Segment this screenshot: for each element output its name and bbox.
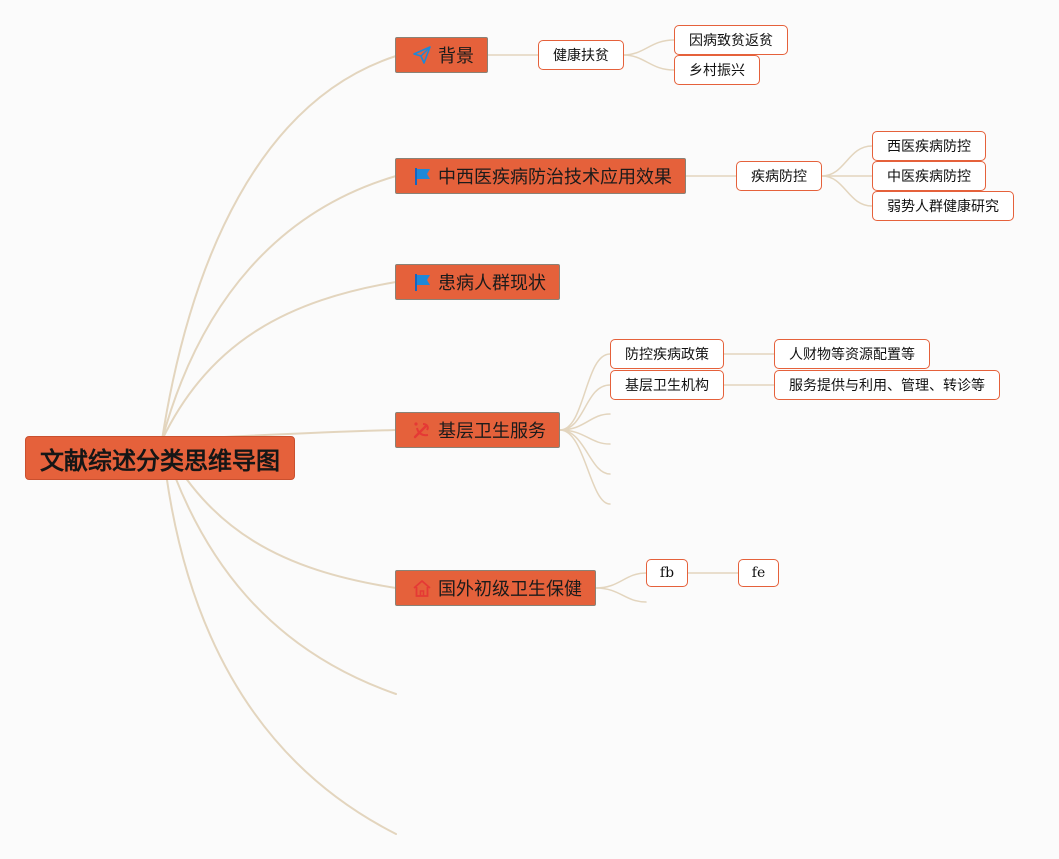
topic-guowai[interactable]: 国外初级卫生保健 <box>395 570 596 606</box>
sub-xiyi-fangkong-label: 西医疾病防控 <box>887 139 971 155</box>
sub-yinbing-zhipin-label: 因病致贫返贫 <box>689 33 773 49</box>
topic-huanbing[interactable]: 患病人群现状 <box>395 264 560 300</box>
sub-jibing-fangkong[interactable]: 疾病防控 <box>736 161 822 191</box>
topic-zhongxiyi[interactable]: 中西医疾病防治技术应用效果 <box>395 158 686 194</box>
sub-xiangcun-zhenxing[interactable]: 乡村振兴 <box>674 55 760 85</box>
sub-fb-label: fb <box>659 565 675 581</box>
sub-rencai-peizhi-label: 人财物等资源配置等 <box>789 347 915 363</box>
sub-jiankang-fupin[interactable]: 健康扶贫 <box>538 40 624 70</box>
root-node[interactable]: 文献综述分类思维导图 <box>25 436 295 480</box>
root-label: 文献综述分类思维导图 <box>40 446 280 475</box>
sub-fe[interactable]: fe <box>738 559 779 587</box>
sub-ruoshi-yanjiu-label: 弱势人群健康研究 <box>887 199 999 215</box>
sub-jibing-fangkong-label: 疾病防控 <box>751 169 807 185</box>
party-emblem-icon <box>412 420 432 440</box>
sub-xiangcun-zhenxing-label: 乡村振兴 <box>689 63 745 79</box>
sub-fangkong-zhengce[interactable]: 防控疾病政策 <box>610 339 724 369</box>
blue-flag-icon <box>412 272 432 292</box>
sub-zhongyi-fangkong-label: 中医疾病防控 <box>887 169 971 185</box>
sub-fe-label: fe <box>751 565 766 581</box>
sub-zhongyi-fangkong[interactable]: 中医疾病防控 <box>872 161 986 191</box>
topic-beijing-label: 背景 <box>438 46 474 67</box>
home-icon <box>412 578 432 598</box>
sub-yinbing-zhipin[interactable]: 因病致贫返贫 <box>674 25 788 55</box>
sub-jiceng-jigou[interactable]: 基层卫生机构 <box>610 370 724 400</box>
sub-fuwu-tigong[interactable]: 服务提供与利用、管理、转诊等 <box>774 370 1000 400</box>
topic-huanbing-label: 患病人群现状 <box>438 273 546 294</box>
topic-beijing[interactable]: 背景 <box>395 37 488 73</box>
sub-ruoshi-yanjiu[interactable]: 弱势人群健康研究 <box>872 191 1014 221</box>
blue-flag-icon <box>412 166 432 186</box>
topic-jiceng[interactable]: 基层卫生服务 <box>395 412 560 448</box>
sub-fangkong-zhengce-label: 防控疾病政策 <box>625 347 709 363</box>
sub-jiceng-jigou-label: 基层卫生机构 <box>625 378 709 394</box>
send-icon <box>412 45 432 65</box>
topic-guowai-label: 国外初级卫生保健 <box>438 579 582 600</box>
sub-fb[interactable]: fb <box>646 559 688 587</box>
topic-jiceng-label: 基层卫生服务 <box>438 421 546 442</box>
sub-rencai-peizhi[interactable]: 人财物等资源配置等 <box>774 339 930 369</box>
sub-xiyi-fangkong[interactable]: 西医疾病防控 <box>872 131 986 161</box>
sub-jiankang-fupin-label: 健康扶贫 <box>553 48 609 64</box>
sub-fuwu-tigong-label: 服务提供与利用、管理、转诊等 <box>789 378 985 394</box>
topic-zhongxiyi-label: 中西医疾病防治技术应用效果 <box>438 167 672 188</box>
